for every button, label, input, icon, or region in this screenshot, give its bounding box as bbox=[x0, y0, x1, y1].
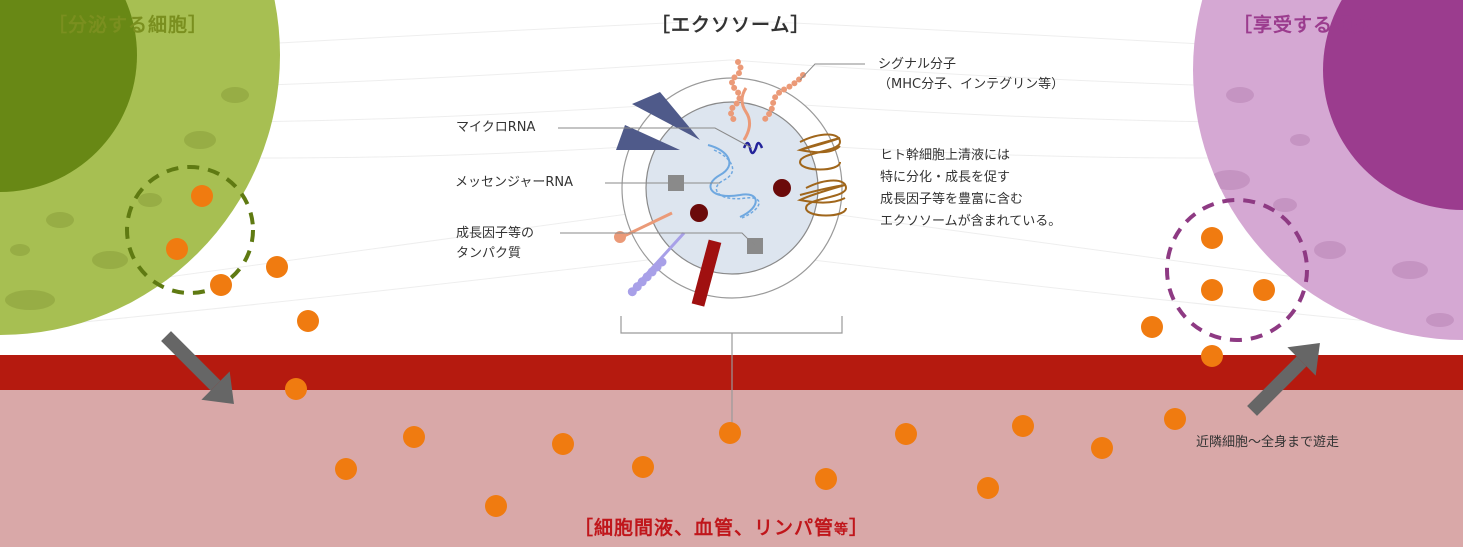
transmembrane-rod bbox=[691, 239, 722, 307]
signal-molecule-chain bbox=[762, 72, 806, 122]
label-leader-lines bbox=[558, 63, 865, 247]
protein-dot bbox=[690, 204, 708, 222]
receiving-cell-title: ［享受する細胞］ bbox=[1233, 14, 1394, 36]
integrin-coil bbox=[798, 133, 842, 171]
arrow-up-right-icon bbox=[1247, 343, 1320, 416]
vessel-title-close: ］ bbox=[849, 517, 870, 539]
exosome-particles bbox=[166, 185, 1275, 517]
exosome-title: ［エクソソーム］ bbox=[651, 14, 811, 36]
receiving-vesicle-outline bbox=[1165, 198, 1309, 342]
messenger-rna-label: メッセンジャーRNA bbox=[455, 175, 574, 190]
micro-rna-label: マイクロRNA bbox=[456, 120, 536, 135]
description-text: ヒト幹細胞上清液には 特に分化・成長を促す 成長因子等を豊富に含む エクソソーム… bbox=[880, 148, 1062, 229]
exosome-core bbox=[645, 101, 819, 275]
secreting-cell-title: ［分泌する細胞］ bbox=[48, 14, 209, 36]
secreting-cell bbox=[0, 0, 280, 335]
receiving-cell bbox=[1165, 0, 1463, 342]
integrin-coil bbox=[796, 137, 846, 204]
signal-molecule-stem bbox=[740, 87, 751, 141]
growth-factor-head bbox=[614, 231, 626, 243]
receiving-cell-texture bbox=[1210, 87, 1454, 327]
vessel-title: ［細胞間液、血管、リンパ管等］ bbox=[574, 513, 869, 540]
secreting-vesicle-outline bbox=[125, 165, 255, 295]
arrow-down-right-icon bbox=[161, 331, 234, 404]
signal-molecule-chain bbox=[728, 59, 744, 123]
secreting-cell-nucleus bbox=[0, 0, 137, 192]
protein-label: 成長因子等の タンパク質 bbox=[456, 226, 535, 261]
vessel-title-small: 等 bbox=[834, 522, 850, 538]
vessel-title-main: ［細胞間液、血管、リンパ管 bbox=[574, 517, 835, 539]
integrin-coil bbox=[804, 179, 848, 217]
migration-label: 近隣細胞～全身まで遊走 bbox=[1196, 435, 1340, 450]
lavender-protein-chain bbox=[627, 257, 667, 297]
protein-dot bbox=[773, 179, 791, 197]
micro-rna-strand bbox=[742, 141, 764, 155]
receiving-cell-nucleus bbox=[1323, 0, 1463, 210]
exosome-bracket bbox=[620, 316, 843, 432]
membrane-protein-triangle bbox=[616, 125, 680, 150]
secreting-cell-texture bbox=[5, 87, 249, 310]
signal-molecule-label: シグナル分子 （MHC分子、インテグリン等） bbox=[878, 57, 1065, 92]
